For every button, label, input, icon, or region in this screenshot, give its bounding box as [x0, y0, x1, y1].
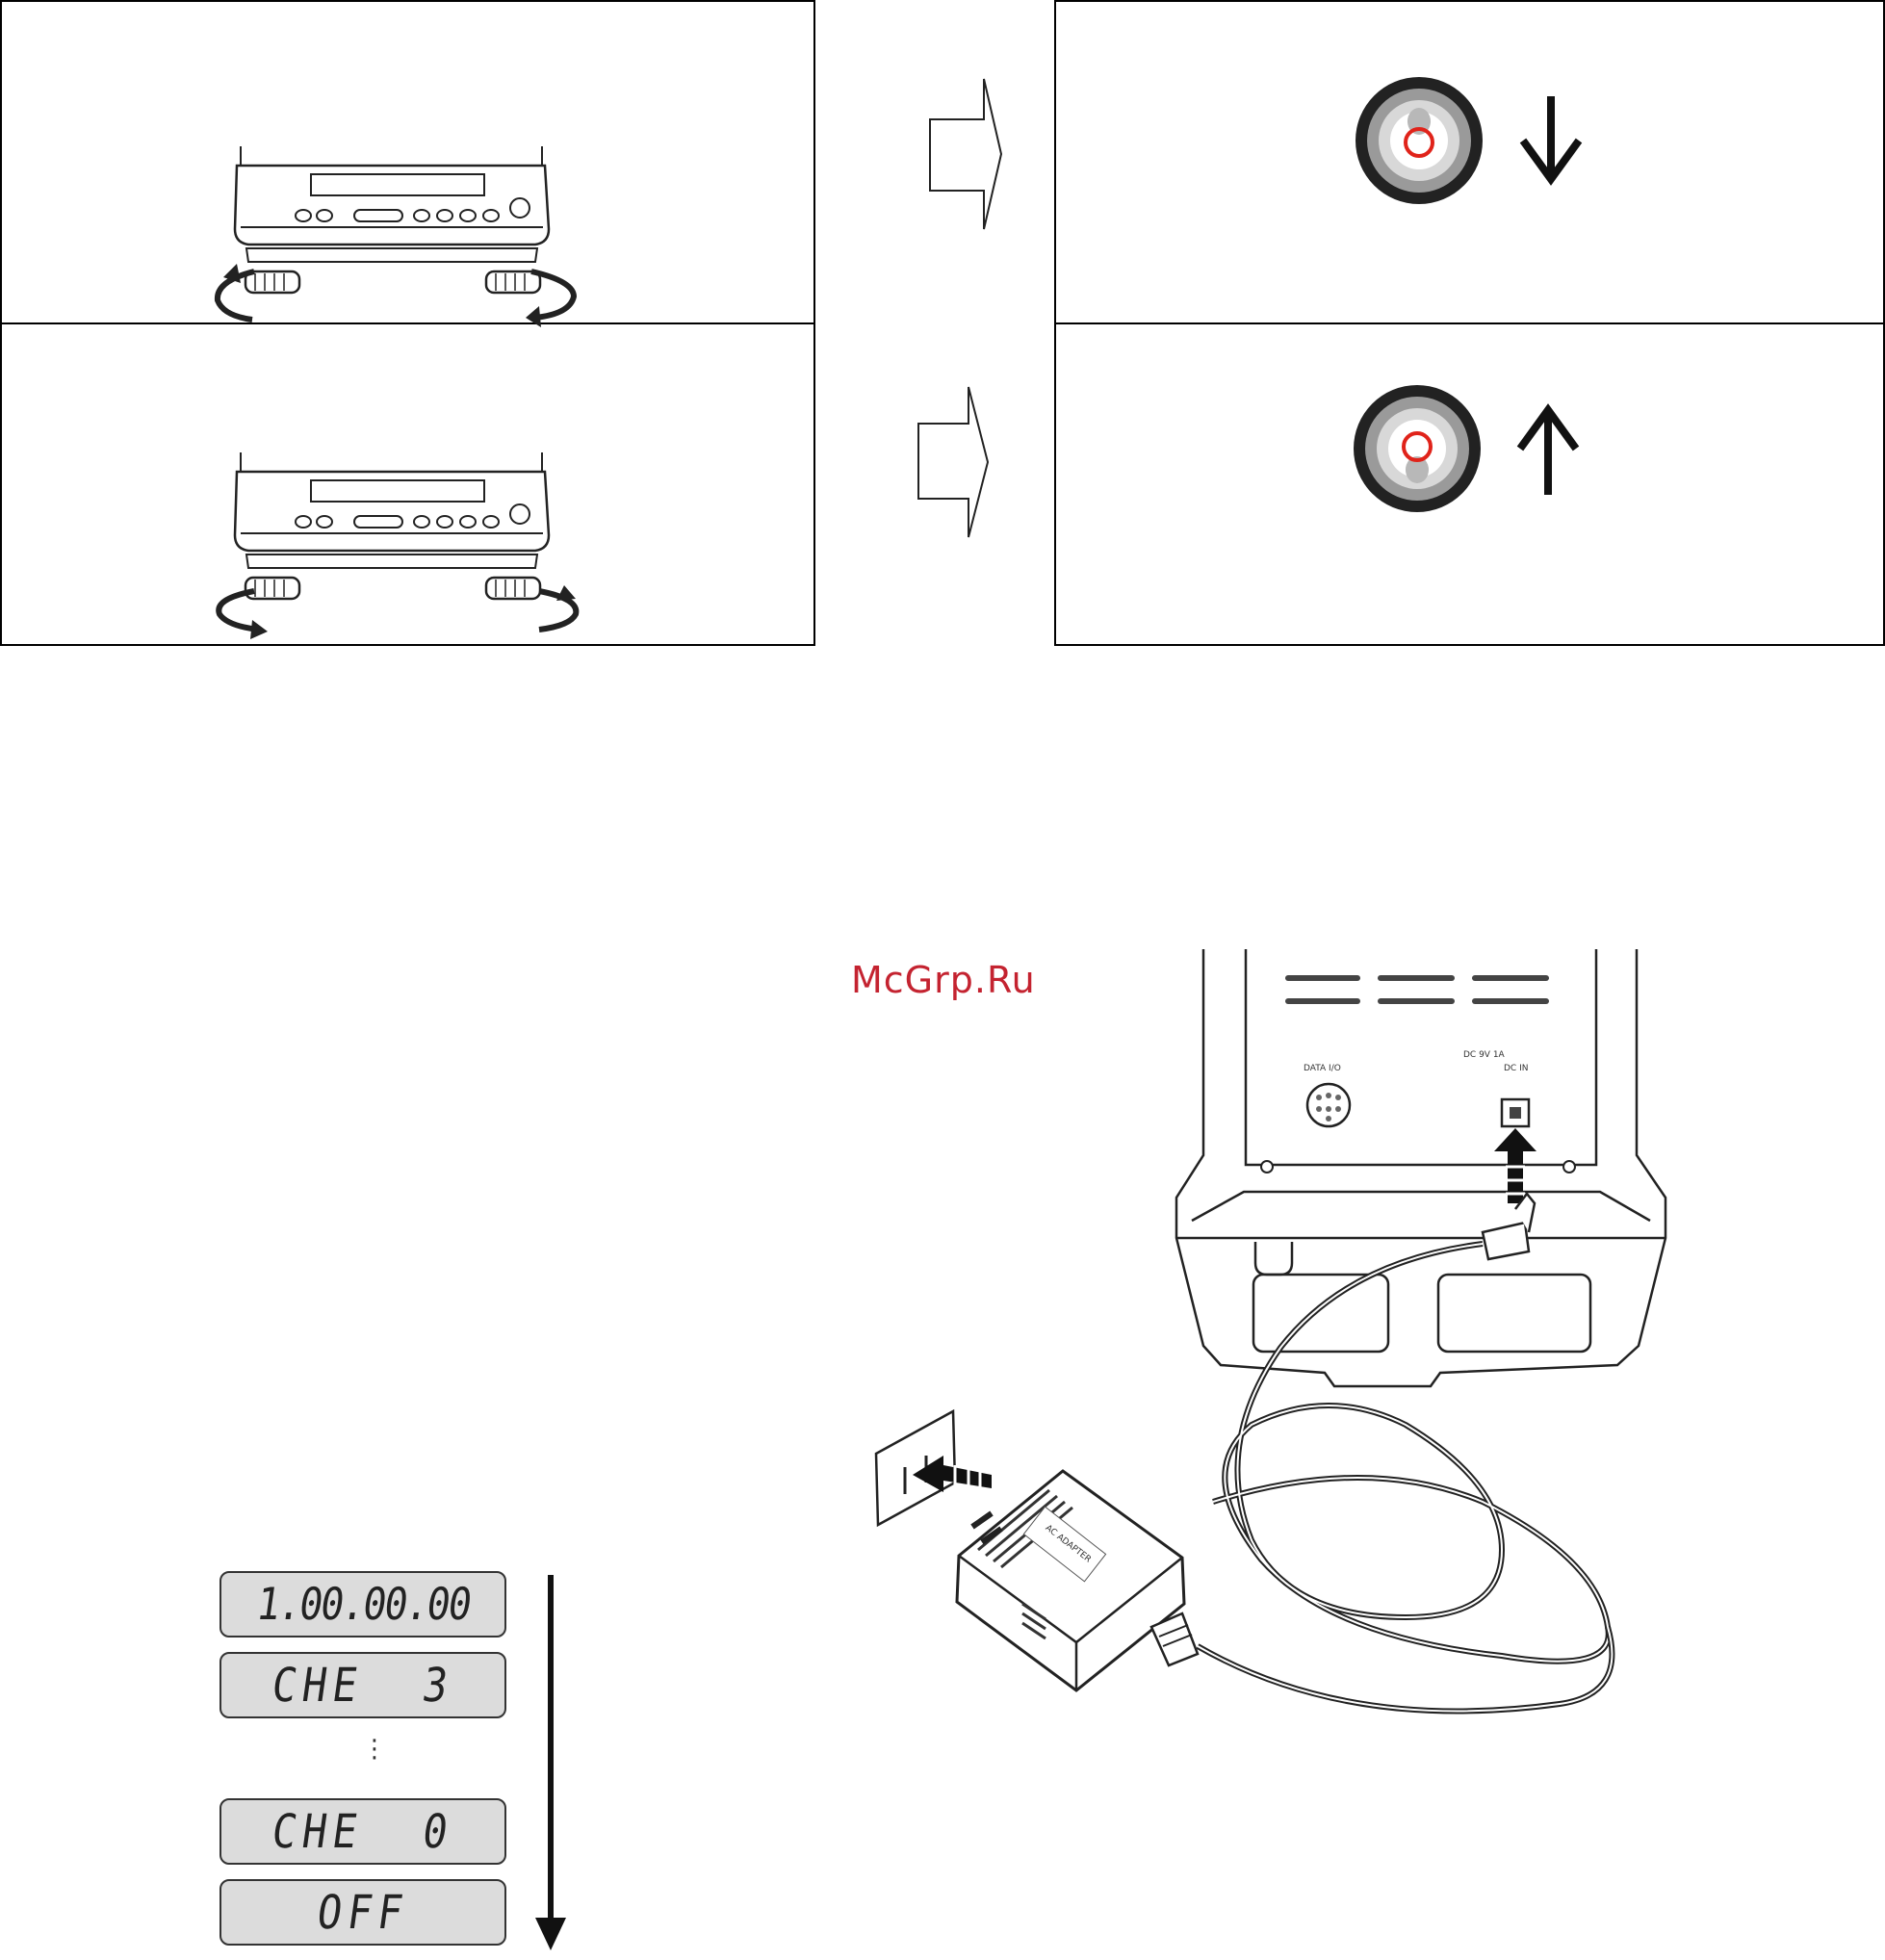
arrow-down-icon [1523, 96, 1579, 179]
leveling-illustrations [0, 0, 1885, 674]
wall-outlet-icon [876, 1411, 955, 1525]
data-port-icon [1307, 1084, 1350, 1126]
lcd-reading-3: CHE 0 [219, 1798, 506, 1865]
dc-jack-icon [1502, 1099, 1529, 1126]
svg-text:AC ADAPTER: AC ADAPTER [1044, 1523, 1093, 1564]
lcd-reading-1: 1.00.00.00 [219, 1571, 506, 1638]
bubble-level-bottom [1354, 385, 1481, 512]
watermark-text: McGrp.Ru [851, 959, 1036, 1001]
dc-rating-label: DC 9V 1A [1463, 1050, 1506, 1060]
bubble-level-top [1356, 77, 1483, 204]
lcd-reading-2: CHE 3 [219, 1652, 506, 1718]
arrow-right-icon [918, 387, 988, 537]
dc-in-label: DC IN [1504, 1064, 1528, 1073]
data-port-label: DATA I/O [1304, 1064, 1341, 1073]
ac-adapter-icon: AC ADAPTER [957, 1471, 1612, 1712]
sequence-ellipsis: ⋮ [362, 1744, 387, 1754]
arrow-up-icon [1520, 410, 1576, 495]
arrow-right-icon [930, 79, 1001, 229]
lcd-reading-4: OFF [219, 1879, 506, 1946]
scale-drawing-top [218, 146, 574, 327]
scale-drawing-bottom [219, 452, 576, 639]
